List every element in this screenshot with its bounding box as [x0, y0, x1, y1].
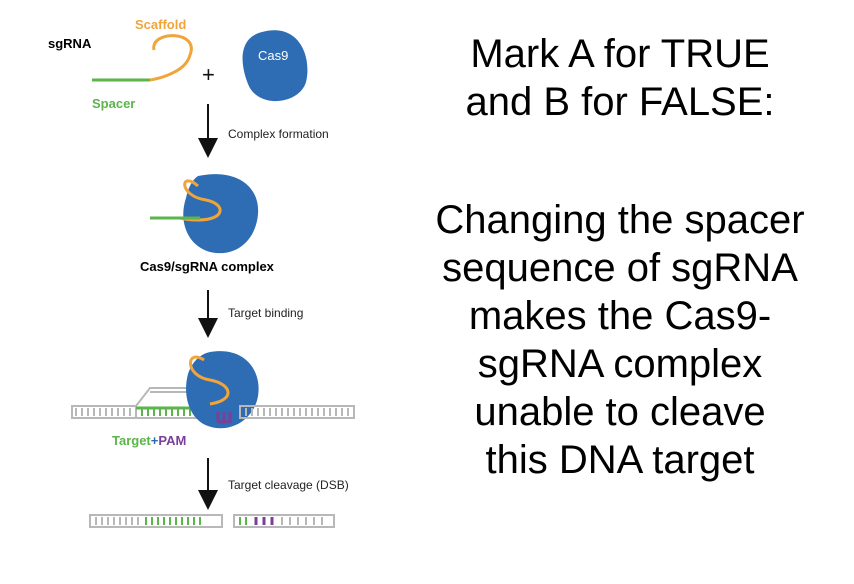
crispr-cas9-diagram: sgRNA Scaffold Spacer + Cas9 Complex for… — [48, 17, 355, 528]
question-heading-line-2: and B for FALSE: — [465, 80, 775, 124]
cas9-sgrna-complex — [150, 174, 259, 254]
question-heading: Mark A for TRUE and B for FALSE: — [392, 30, 848, 126]
scaffold-label: Scaffold — [135, 17, 186, 32]
cleaved-dna-right — [233, 514, 335, 528]
sgrna-molecule — [92, 34, 193, 82]
cas9-protein — [242, 30, 308, 102]
target-pam-label: Target+PAM — [112, 433, 186, 448]
statement-line-4: sgRNA complex — [477, 342, 763, 386]
step-complex-formation-label: Complex formation — [228, 127, 329, 141]
statement-line-6: this DNA target — [485, 438, 755, 482]
step-target-cleavage-label: Target cleavage (DSB) — [228, 478, 349, 492]
step-target-binding-label: Target binding — [228, 306, 303, 320]
statement-line-3: makes the Cas9- — [468, 294, 772, 338]
target-label: Target — [112, 433, 151, 448]
question-heading-line-1: Mark A for TRUE — [470, 32, 770, 76]
plus-sign: + — [202, 62, 215, 87]
statement-line-1: Changing the spacer — [435, 198, 805, 242]
cas9-label: Cas9 — [258, 48, 288, 63]
question-statement: Changing the spacer sequence of sgRNA ma… — [392, 196, 848, 484]
cas9-sgrna-complex-label: Cas9/sgRNA complex — [140, 259, 275, 274]
statement-line-5: unable to cleave — [474, 390, 766, 434]
spacer-label: Spacer — [92, 96, 135, 111]
sgrna-label: sgRNA — [48, 36, 92, 51]
pam-label: PAM — [158, 433, 186, 448]
target-plus: + — [151, 433, 159, 448]
statement-line-2: sequence of sgRNA — [442, 246, 798, 290]
cleaved-dna-left — [89, 514, 223, 528]
dna-target-bound — [71, 351, 355, 429]
